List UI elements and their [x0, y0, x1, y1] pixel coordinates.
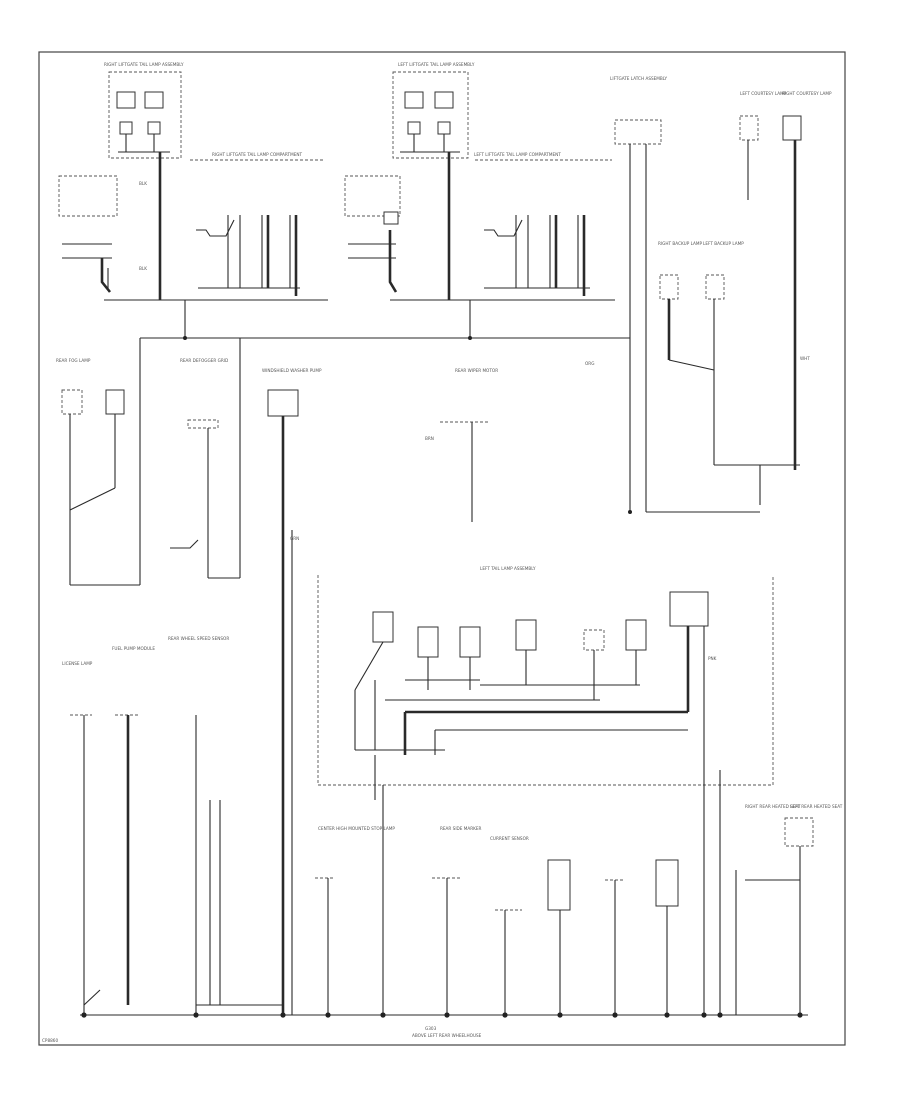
- rt-liftgate-comp-label: RIGHT LIFTGATE TAIL LAMP COMPARTMENT: [212, 152, 302, 157]
- lt-backup-label: LEFT BACKUP LAMP: [703, 241, 744, 246]
- ground-label: G303: [425, 1026, 437, 1031]
- wire-blk2-label: BLK: [139, 266, 147, 271]
- diagram-frame: [38, 51, 846, 1046]
- rear-speed-label: REAR WHEEL SPEED SENSOR: [168, 636, 229, 641]
- wire-wht-label: WHT: [800, 356, 810, 361]
- ground-note: ABOVE LEFT REAR WHEELHOUSE: [412, 1033, 482, 1038]
- right-courtesy-label: RIGHT COURTESY LAMP: [782, 91, 832, 96]
- left-courtesy-label: LEFT COURTESY LAMP: [740, 91, 787, 96]
- flasher-label: CURRENT SENSOR: [490, 836, 529, 841]
- rt-liftgate-compartment-group: RIGHT LIFTGATE TAIL LAMP COMPARTMENT: [58, 152, 328, 338]
- rear-mark-label: REAR SIDE MARKER: [440, 826, 482, 831]
- license-label: LICENSE LAMP: [62, 661, 93, 666]
- fuel-pump-label: FUEL PUMP MODULE: [112, 646, 155, 651]
- rear-wiper-group: REAR WIPER MOTOR BRN: [425, 368, 498, 522]
- lt-liftgate-comp-label: LEFT LIFTGATE TAIL LAMP COMPARTMENT: [474, 152, 561, 157]
- rt-backup-label: RIGHT BACKUP LAMP: [658, 241, 702, 246]
- lower-components-group: CENTER HIGH MOUNTED STOP LAMP REAR SIDE …: [315, 770, 843, 1015]
- middle-left-group: REAR FOG LAMP REAR DEFOGGER GRID WINDSHI…: [56, 338, 322, 1015]
- lt-liftgate-tail-label: LEFT LIFTGATE TAIL LAMP ASSEMBLY: [398, 62, 475, 67]
- windshield-washer-label: WINDSHIELD WASHER PUMP: [262, 368, 322, 373]
- lower-left-group: LICENSE LAMP FUEL PUMP MODULE REAR WHEEL…: [62, 636, 283, 1015]
- left-tail-lamp-assembly-group: LEFT TAIL LAMP ASSEMBLY PNK: [317, 566, 774, 1015]
- rear-defog-label: REAR DEFOGGER GRID: [180, 358, 228, 363]
- wire-brn-label: BRN: [425, 436, 434, 441]
- left-tail-assembly-label: LEFT TAIL LAMP ASSEMBLY: [480, 566, 536, 571]
- liftgate-latch-label: LIFTGATE LATCH ASSEMBLY: [610, 76, 668, 81]
- wire-org-label: ORG: [585, 361, 594, 366]
- left-liftgate-tail-lamp-group: LEFT LIFTGATE TAIL LAMP ASSEMBLY LEFT LI…: [344, 62, 615, 338]
- rear-wiper-label: REAR WIPER MOTOR: [455, 368, 498, 373]
- courtesy-lamps-group: LEFT COURTESY LAMP RIGHT COURTESY LAMP W…: [646, 91, 832, 513]
- liftgate-latch-group: LIFTGATE LATCH ASSEMBLY ORG: [585, 76, 668, 512]
- wire-blk-label: BLK: [139, 181, 147, 186]
- rt-liftgate-tail-label: RIGHT LIFTGATE TAIL LAMP ASSEMBLY: [104, 62, 184, 67]
- right-liftgate-tail-lamp-group: RIGHT LIFTGATE TAIL LAMP ASSEMBLY BLK BL…: [104, 62, 184, 300]
- ground-dots: [81, 336, 803, 1018]
- rt-liftgate-dashed-box: [108, 71, 182, 159]
- lt-rear-heated-label: LEFT REAR HEATED SEAT: [790, 804, 843, 809]
- chmsl-label: CENTER HIGH MOUNTED STOP LAMP: [318, 826, 395, 831]
- wire-pnk-label: PNK: [708, 656, 717, 661]
- wire-grn-label: GRN: [290, 536, 299, 541]
- rt-rear-heated-label: RIGHT REAR HEATED SEAT: [745, 804, 801, 809]
- page-code: CP8860: [42, 1038, 58, 1043]
- rear-fog-label: REAR FOG LAMP: [56, 358, 91, 363]
